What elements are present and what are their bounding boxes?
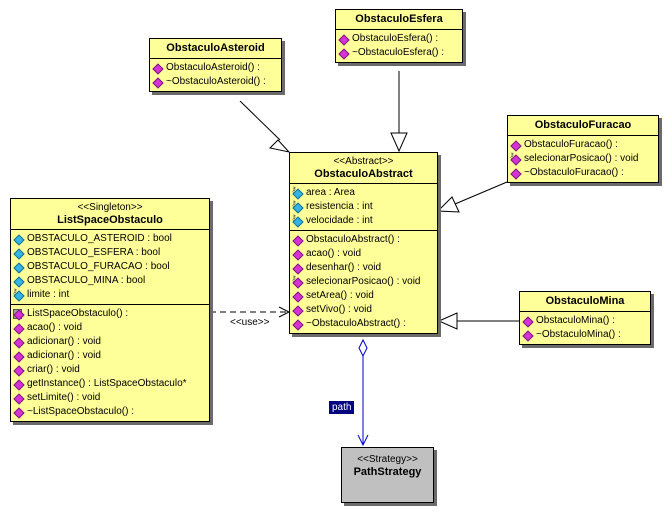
attribute-row: OBSTACULO_FURACAO : bool: [13, 260, 206, 274]
operation-icon: [522, 315, 534, 328]
operation-icon: [13, 322, 25, 335]
operations-section: ListSpaceObstaculo() : acao() : void adi…: [11, 305, 209, 421]
operation-icon: [338, 33, 350, 46]
attribute-row: ⚷limite : int: [12, 286, 70, 302]
operation-row: setLimite() : void: [13, 391, 206, 405]
attributes-section: OBSTACULO_ASTEROID : bool OBSTACULO_ESFE…: [11, 230, 209, 305]
generalization-mina: [437, 312, 519, 330]
operation-icon: [292, 290, 304, 303]
protected-operation-icon: ⚷: [291, 274, 304, 289]
private-operation-icon: [13, 308, 25, 321]
class-obstaculo-esfera[interactable]: ObstaculoEsfera ObstaculoEsfera() : ~Obs…: [335, 9, 463, 63]
operation-row: ObstaculoEsfera() :: [338, 32, 459, 46]
public-attribute-icon: [13, 233, 25, 246]
stereotype: <<Strategy>>: [357, 454, 418, 465]
operation-row: getInstance() : ListSpaceObstaculo*: [13, 377, 206, 391]
protected-attribute-icon: ⚷: [291, 213, 304, 228]
class-name: ObstaculoFuracao: [534, 119, 632, 131]
class-name: ObstaculoAsteroid: [166, 42, 265, 54]
operation-row: ~ObstaculoAbstract() :: [292, 317, 434, 331]
operation-icon: [292, 318, 304, 331]
operations-section: ObstaculoFuracao() : ⚷selecionarPosicao(…: [508, 136, 658, 182]
operation-row: setVivo() : void: [292, 303, 434, 317]
dependency-use: [210, 306, 291, 318]
generalization-esfera: [390, 71, 408, 153]
public-attribute-icon: [13, 261, 25, 274]
public-attribute-icon: [13, 247, 25, 260]
stereotype: <<Singleton>>: [77, 202, 143, 213]
operation-icon: [152, 62, 164, 75]
class-list-space-obstaculo[interactable]: <<Singleton>> ListSpaceObstaculo OBSTACU…: [10, 198, 210, 422]
class-obstaculo-mina[interactable]: ObstaculoMina ObstaculoMina() : ~Obstacu…: [519, 291, 651, 345]
operation-row: criar() : void: [13, 363, 206, 377]
operation-icon: [292, 262, 304, 275]
class-name: ObstaculoEsfera: [355, 13, 443, 25]
operation-icon: [292, 248, 304, 261]
protected-attribute-icon: ⚷: [12, 287, 25, 302]
operations-section: ObstaculoAbstract() : acao() : void dese…: [290, 231, 437, 333]
operation-icon: [13, 406, 25, 419]
operation-row: acao() : void: [13, 321, 206, 335]
operation-icon: [13, 392, 25, 405]
operation-row: ~ObstaculoAsteroid() :: [152, 75, 278, 89]
class-obstaculo-abstract[interactable]: <<Abstract>> ObstaculoAbstract ⚷area : A…: [289, 152, 438, 334]
attribute-row: ⚷velocidade : int: [291, 212, 373, 228]
operation-row: desenhar() : void: [292, 261, 434, 275]
operation-row: ObstaculoAsteroid() :: [152, 61, 278, 75]
class-obstaculo-asteroid[interactable]: ObstaculoAsteroid ObstaculoAsteroid() : …: [149, 38, 282, 92]
operation-icon: [13, 350, 25, 363]
generalization-asteroid: [239, 100, 291, 153]
class-obstaculo-furacao[interactable]: ObstaculoFuracao ObstaculoFuracao() : ⚷s…: [507, 115, 659, 183]
operations-section: ObstaculoAsteroid() : ~ObstaculoAsteroid…: [150, 59, 281, 91]
attribute-row: ⚷resistencia : int: [291, 198, 373, 214]
path-role-label: path: [329, 401, 355, 414]
attribute-row: OBSTACULO_ASTEROID : bool: [13, 232, 206, 246]
operation-icon: [152, 76, 164, 89]
operation-row: ⚷selecionarPosicao() : void: [291, 273, 421, 289]
operation-row: ~ObstaculoEsfera() :: [338, 46, 459, 60]
use-dependency-label: <<use>>: [230, 317, 270, 328]
protected-attribute-icon: ⚷: [291, 185, 304, 200]
aggregation-path: [357, 338, 369, 447]
operation-row: ~ObstaculoFuracao() :: [510, 166, 655, 180]
operation-row: adicionar() : void: [13, 349, 206, 363]
operation-icon: [510, 167, 522, 180]
operation-row: ~ObstaculoMina() :: [522, 328, 647, 342]
operation-icon: [292, 304, 304, 317]
protected-attribute-icon: ⚷: [291, 199, 304, 214]
operation-icon: [338, 47, 350, 60]
attribute-row: OBSTACULO_ESFERA : bool: [13, 246, 206, 260]
operation-icon: [13, 378, 25, 391]
class-name: ObstaculoAbstract: [314, 168, 413, 180]
operation-row: ObstaculoFuracao() :: [510, 138, 655, 152]
operation-icon: [510, 139, 522, 152]
operation-row: ~ListSpaceObstaculo() :: [13, 405, 206, 419]
operation-icon: [522, 329, 534, 342]
class-path-strategy[interactable]: <<Strategy>> PathStrategy: [341, 447, 434, 503]
operation-icon: [13, 364, 25, 377]
stereotype: <<Abstract>>: [333, 156, 394, 167]
operation-icon: [13, 336, 25, 349]
class-name: PathStrategy: [353, 466, 422, 478]
class-name: ObstaculoMina: [545, 295, 625, 307]
operation-row: ObstaculoMina() :: [522, 314, 647, 328]
attribute-row: ⚷area : Area: [291, 184, 355, 200]
operation-row: setArea() : void: [292, 289, 434, 303]
attribute-row: OBSTACULO_MINA : bool: [13, 274, 206, 288]
operation-row: ⚷selecionarPosicao() : void: [509, 150, 639, 166]
public-attribute-icon: [13, 275, 25, 288]
generalization-furacao: [436, 181, 508, 213]
operation-icon: [292, 234, 304, 247]
operation-row: adicionar() : void: [13, 335, 206, 349]
operations-section: ObstaculoMina() : ~ObstaculoMina() :: [520, 312, 650, 344]
class-name: ListSpaceObstaculo: [57, 214, 163, 226]
operation-row: ListSpaceObstaculo() :: [13, 307, 206, 321]
protected-operation-icon: ⚷: [509, 151, 522, 166]
attributes-section: ⚷area : Area ⚷resistencia : int ⚷velocid…: [290, 184, 437, 231]
operation-row: ObstaculoAbstract() :: [292, 233, 434, 247]
operations-section: ObstaculoEsfera() : ~ObstaculoEsfera() :: [336, 30, 462, 62]
operation-row: acao() : void: [292, 247, 434, 261]
